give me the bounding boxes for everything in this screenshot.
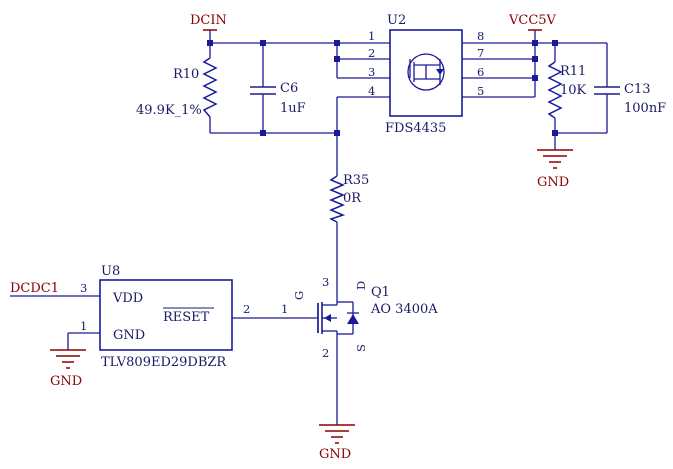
q1-pin-3: 3 [322, 275, 329, 289]
gnd-r11-label: GND [537, 175, 569, 190]
u2-pin-6: 6 [477, 65, 484, 79]
u8-pin-3: 3 [80, 281, 87, 295]
resistor-r10-body [202, 57, 218, 118]
q1-pin-1: 1 [281, 302, 288, 316]
u2-diode-arrow [436, 69, 444, 75]
u8-pin-reset-label: RESET [163, 310, 210, 325]
q1-pin-2: 2 [322, 346, 329, 360]
net-dcdc1: DCDC1 [10, 281, 59, 296]
u2-pin-4: 4 [368, 84, 375, 98]
q1-channel-arrow [324, 314, 331, 322]
junction-dot [552, 130, 558, 136]
junction-dot [532, 40, 538, 46]
r11-ref: R11 [560, 64, 586, 79]
u2-pin-3: 3 [368, 65, 375, 79]
u8-pin-gnd-label: GND [113, 328, 145, 343]
net-vcc5v-label: VCC5V [508, 13, 557, 28]
net-dcin: DCIN [190, 13, 227, 31]
q1-pin-s-label: S [354, 344, 368, 352]
resistor-r35: R35 0R [329, 173, 369, 223]
junction-dot [532, 75, 538, 81]
resistor-r11: R11 10K [547, 61, 587, 119]
u2-part: FDS4435 [385, 121, 446, 136]
u2-pin-1: 1 [368, 29, 375, 43]
c13-value: 100nF [624, 101, 666, 116]
resistor-r11-body [547, 61, 563, 119]
net-dcin-label: DCIN [190, 13, 227, 28]
junction-dot [334, 40, 340, 46]
gnd-u8-label: GND [50, 374, 82, 389]
junction-dot [532, 56, 538, 62]
u8-body [99, 279, 233, 351]
ground-symbol-q1: GND [319, 424, 355, 462]
q1-part: AO 3400A [370, 302, 438, 317]
ic-u2: 1 2 3 4 8 7 6 5 U2 FDS4435 [368, 13, 484, 136]
ground-symbol-r11: GND [537, 149, 573, 190]
junction-dots [207, 40, 558, 136]
capacitor-c6: C6 1uF [250, 81, 306, 116]
u8-pin-vdd-label: VDD [112, 291, 143, 306]
u8-ref: U8 [101, 264, 120, 279]
u8-pin-2: 2 [243, 302, 250, 316]
c13-ref: C13 [624, 82, 651, 97]
u2-pin-8: 8 [477, 29, 484, 43]
q1-body-diode [347, 314, 359, 324]
wires [10, 30, 608, 425]
r10-value: 49.9K_1% [136, 103, 202, 118]
ic-u8: U8 VDD GND RESET 3 1 2 TLV809ED29DBZR [80, 264, 250, 370]
u2-mosfet-symbol [407, 53, 445, 91]
c6-ref: C6 [280, 81, 298, 96]
r35-ref: R35 [343, 173, 369, 188]
mosfet-q1: Q1 AO 3400A 1 3 2 G D S [281, 275, 438, 360]
junction-dot [207, 40, 213, 46]
u8-pin-1: 1 [80, 319, 87, 333]
junction-dot [334, 56, 340, 62]
resistor-r35-body [329, 175, 346, 223]
q1-pin-d-label: D [354, 281, 368, 290]
q1-pin-g-label: G [292, 291, 306, 300]
junction-dot [552, 40, 558, 46]
gnd-q1-label: GND [319, 447, 351, 462]
junction-dot [260, 130, 266, 136]
c6-value: 1uF [280, 101, 306, 116]
r10-ref: R10 [173, 67, 199, 82]
r11-value: 10K [560, 83, 587, 98]
u2-body [389, 29, 463, 117]
junction-dot [260, 40, 266, 46]
net-dcdc1-label: DCDC1 [10, 281, 59, 296]
u2-pin-5: 5 [477, 84, 484, 98]
junction-dot [334, 130, 340, 136]
ground-symbol-u8: GND [50, 349, 86, 389]
u2-mosfet-lines [409, 59, 441, 85]
capacitor-c13: C13 100nF [594, 82, 666, 116]
resistor-r10: R10 49.9K_1% [136, 57, 218, 118]
u2-pin-2: 2 [368, 46, 375, 60]
q1-ref: Q1 [371, 285, 390, 300]
u2-pin-7: 7 [477, 46, 484, 60]
u8-part: TLV809ED29DBZR [101, 355, 227, 370]
r35-value: 0R [343, 191, 362, 206]
net-vcc5v: VCC5V [508, 13, 557, 31]
u2-ref: U2 [387, 13, 406, 28]
